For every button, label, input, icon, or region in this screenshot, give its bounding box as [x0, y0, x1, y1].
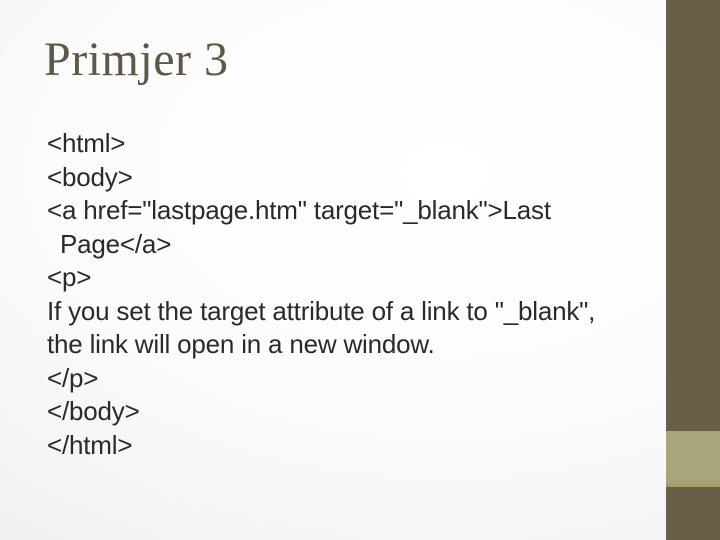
code-line: </p> — [47, 362, 99, 393]
code-line: If you set the target attribute of a lin… — [47, 295, 596, 326]
right-sidebar — [666, 0, 720, 540]
code-line: <body> — [47, 161, 133, 192]
code-line: the link will open in a new window. — [47, 329, 435, 359]
code-line: <a href="lastpage.htm" target="_blank">L… — [47, 195, 551, 225]
code-line: <html> — [47, 128, 126, 158]
code-line: </body> — [47, 396, 140, 426]
code-line: <p> — [47, 262, 92, 292]
code-block: <html><body><a href="lastpage.htm" targe… — [47, 127, 659, 462]
slide-title: Primjer 3 — [44, 33, 229, 86]
code-line: </html> — [47, 429, 133, 460]
code-line: Page</a> — [60, 228, 172, 259]
sidebar-accent-band — [666, 431, 720, 487]
